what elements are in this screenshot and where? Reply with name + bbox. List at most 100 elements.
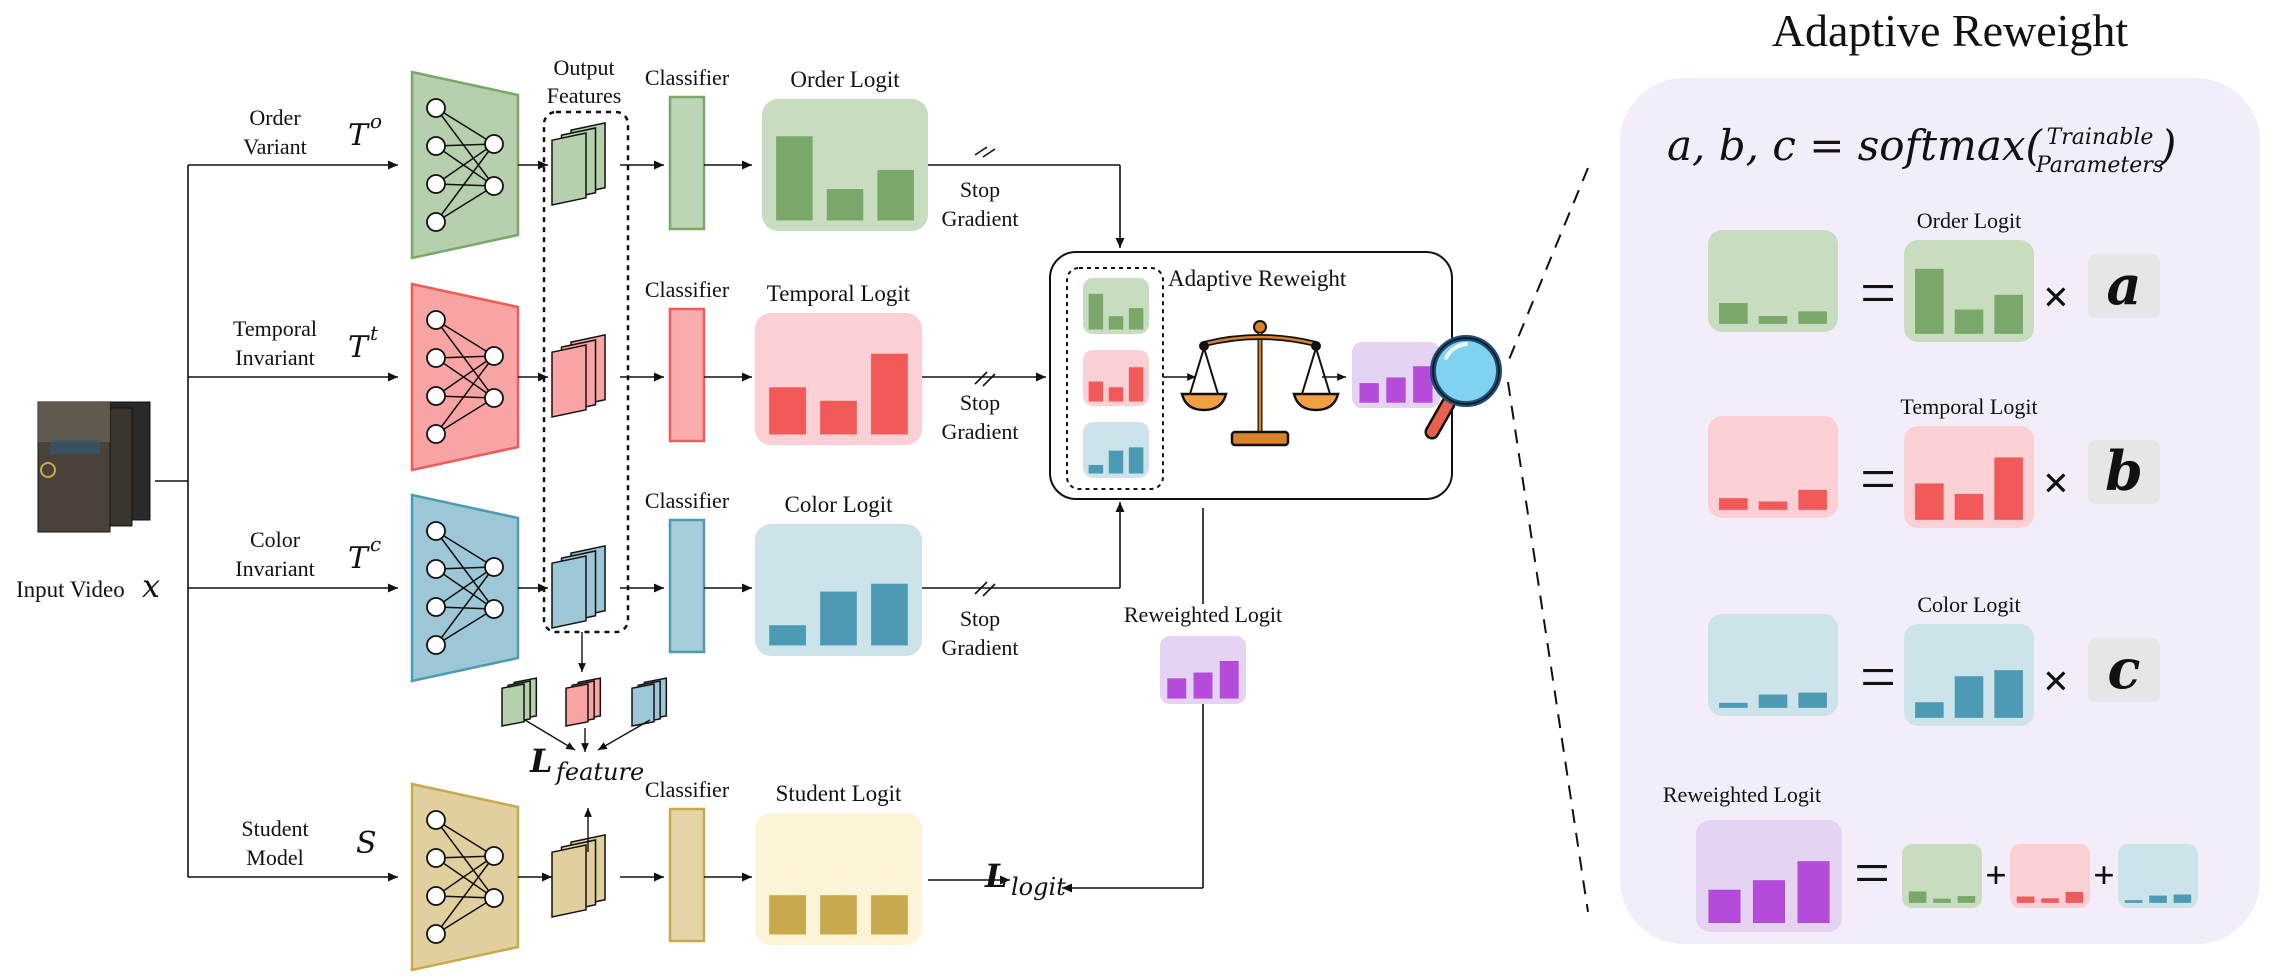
- neuron: [426, 597, 446, 617]
- output-features-label-1: Output: [553, 55, 614, 80]
- classifier-body: [668, 518, 706, 654]
- loss-feature-main: L: [529, 742, 553, 780]
- classifier-order: Classifier: [645, 65, 752, 231]
- stop-gradient-temporal-2: Gradient: [942, 419, 1019, 444]
- mini-logit-temporal: [1083, 350, 1149, 406]
- stop-gradient-order-2: Gradient: [942, 206, 1019, 231]
- logit-box-student-bar: [871, 895, 908, 935]
- panel-result-temporal-bar: [1758, 501, 1788, 510]
- panel-sum-temporal: [2010, 844, 2090, 908]
- panel-source-order: [1904, 240, 2034, 342]
- reweighted-logit-label: Reweighted Logit: [1124, 602, 1282, 627]
- panel-sum-color-bg: [2118, 844, 2198, 908]
- input-video-frames: [37, 401, 151, 533]
- neuron: [426, 424, 446, 444]
- neuron: [426, 136, 446, 156]
- feature-map: [501, 683, 525, 727]
- logit-box-color: [755, 524, 922, 656]
- neuron: [484, 134, 504, 154]
- mini-logit-temporal-bar: [1088, 381, 1104, 402]
- panel-reweighted-logit: [1696, 820, 1842, 932]
- loss-logit-main: L: [984, 857, 1008, 895]
- student-symbol: S: [356, 826, 377, 861]
- mini-logit-color-bar: [1108, 450, 1124, 474]
- panel-result-temporal-bar: [1798, 489, 1827, 510]
- classifier-body: [668, 807, 706, 943]
- network-body: [410, 782, 520, 972]
- panel-result-order: [1708, 230, 1838, 332]
- reweighted-logit-box: [1160, 636, 1246, 704]
- temporal-branch-name-2: Invariant: [235, 345, 314, 370]
- panel-reweighted-label: Reweighted Logit: [1663, 782, 1821, 807]
- classifier-label: Classifier: [645, 277, 730, 302]
- panel-reweighted-logit-bar: [1752, 880, 1786, 924]
- weight-c: c: [2108, 637, 2141, 701]
- logit-title: Student Logit: [776, 781, 902, 806]
- panel-result-temporal: [1708, 416, 1838, 518]
- panel-reweighted-logit-bar: [1708, 889, 1741, 924]
- logit-box-color-bar: [871, 583, 908, 646]
- plus-sign: +: [1985, 855, 2007, 897]
- order-symbol: T: [348, 118, 370, 153]
- color-branch-name-1: Color: [250, 527, 301, 552]
- logit-box-order: [762, 99, 928, 231]
- neuron: [426, 924, 446, 944]
- times-sign: ×: [2043, 655, 2069, 706]
- classifier-label: Classifier: [645, 777, 730, 802]
- color-symbol: T: [348, 541, 370, 576]
- neuron: [426, 212, 446, 232]
- neuron: [426, 521, 446, 541]
- small-feature-order: [501, 677, 538, 727]
- panel-result-color-bar: [1758, 694, 1788, 708]
- logit-box-student: [755, 813, 922, 945]
- loss-feature-sub: feature: [554, 758, 644, 786]
- panel-result-color-bar: [1719, 702, 1748, 708]
- order-branch-name-1: Order: [249, 105, 301, 130]
- panel-sum-order-bar: [1908, 891, 1927, 903]
- magnifier-icon: [1424, 335, 1502, 440]
- stop-gradient-temporal-1: Stop: [960, 390, 1000, 415]
- classifier-student: Classifier: [645, 777, 752, 943]
- neuron: [484, 176, 504, 196]
- panel-source-order-bar: [1954, 309, 1984, 334]
- weight-box-c: [2088, 638, 2160, 702]
- formula-denominator: Parameters: [2035, 153, 2164, 178]
- box-reweighted-logit-bar: [1359, 383, 1379, 403]
- weight-box-a: [2088, 254, 2160, 318]
- color-symbol-sup: c: [370, 532, 381, 556]
- weight-a: a: [2107, 253, 2142, 317]
- panel-row-color: =Color Logit×c: [1708, 592, 2160, 726]
- feature-map: [631, 683, 655, 727]
- reweight-inputs-group: [1066, 267, 1164, 490]
- feature-map: [551, 132, 587, 206]
- times-sign: ×: [2043, 271, 2069, 322]
- panel-sum-temporal-bar: [2016, 896, 2035, 903]
- order-branch-name-2: Variant: [243, 134, 307, 159]
- equals-sign: =: [1854, 837, 1890, 908]
- panel-sum-color-bar: [2149, 895, 2167, 903]
- loss-logit-sub: logit: [1011, 873, 1066, 901]
- feature-map: [551, 555, 587, 629]
- neuron: [484, 599, 504, 619]
- panel-sum-order-bar: [1933, 898, 1951, 903]
- feature-stack-student: [551, 833, 606, 918]
- box-reweighted-logit-bar: [1386, 377, 1406, 403]
- neuron: [426, 810, 446, 830]
- formula-rhs: ): [2159, 121, 2176, 170]
- panel-sum-color: [2118, 844, 2198, 908]
- order-symbol-sup: o: [370, 109, 382, 133]
- neuron: [484, 346, 504, 366]
- stop-gradient-order-1: Stop: [960, 177, 1000, 202]
- mini-logit-color: [1083, 422, 1149, 478]
- panel-source-temporal-bar: [1994, 457, 2023, 520]
- neuron: [426, 886, 446, 906]
- panel-source-color-bar: [1994, 670, 2023, 718]
- feature-map: [565, 683, 589, 727]
- panel-row-order: =Order Logit×a: [1708, 208, 2160, 342]
- neuron: [426, 635, 446, 655]
- reweighted-logit-box-bar: [1193, 672, 1213, 699]
- panel-result-color: [1708, 614, 1838, 716]
- neuron: [426, 559, 446, 579]
- neuron: [426, 348, 446, 368]
